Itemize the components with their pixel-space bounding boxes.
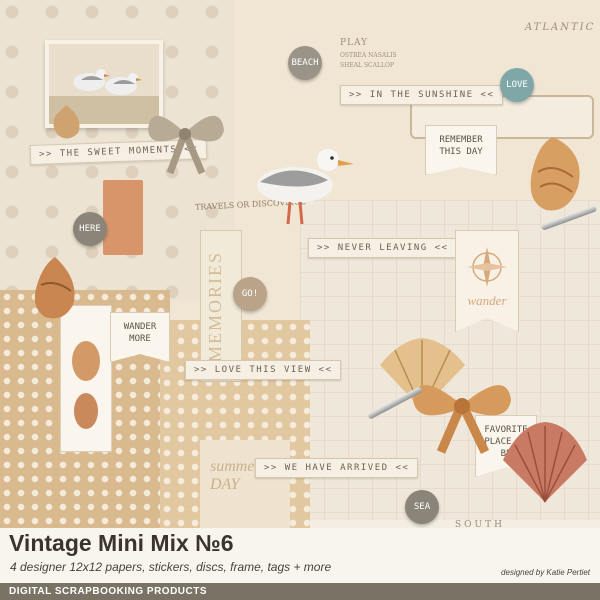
product-title: Vintage Mini Mix №6 xyxy=(9,530,234,556)
orange-tag xyxy=(103,180,143,255)
ribbon-bow-orange-icon xyxy=(413,385,511,454)
shell-tag xyxy=(60,305,112,452)
map-line-2: SHEAL SCALLOP xyxy=(340,62,394,69)
wander-text: wander xyxy=(467,293,507,308)
map-label-play: PLAY xyxy=(340,38,369,48)
brand-bar: DIGITAL SCRAPBOOKING PRODUCTS xyxy=(0,583,600,600)
map-label-south: SOUTH xyxy=(455,520,505,530)
strip-love-this-view: >> LOVE THIS VIEW << xyxy=(185,360,342,380)
strip-we-have-arrived: >> WE HAVE ARRIVED << xyxy=(255,458,419,478)
compass-icon xyxy=(467,247,507,287)
strip-in-the-sunshine: >> IN THE SUNSHINE << xyxy=(340,85,504,105)
product-subtitle: 4 designer 12x12 papers, stickers, discs… xyxy=(10,560,332,574)
flag-wander-more: WANDER MORE xyxy=(110,312,170,362)
brand-label: DIGITAL SCRAPBOOKING PRODUCTS xyxy=(9,586,208,597)
memories-tag: MEMORIES xyxy=(200,230,242,382)
memories-text: MEMORIES xyxy=(205,251,225,363)
whelk-shell-icon xyxy=(34,257,75,319)
disc-sea: SEA xyxy=(405,490,439,524)
wander-banner: wander xyxy=(455,230,519,332)
disc-here: HERE xyxy=(73,212,107,246)
disc-beach: BEACH xyxy=(288,46,322,80)
shell-icon xyxy=(72,341,100,429)
map-line-1: OSTREA NASALIS xyxy=(340,52,397,59)
map-label-atlantic: ATLANTIC xyxy=(525,22,596,33)
flag-remember-this-day: REMEMBER THIS DAY xyxy=(425,125,497,175)
disc-love: LOVE xyxy=(500,68,534,102)
seagull-icon xyxy=(257,149,354,225)
small-shell-icon xyxy=(53,105,80,139)
conch-shell-icon xyxy=(530,137,580,211)
title-band xyxy=(0,528,600,583)
ribbon-bow-icon xyxy=(148,115,224,175)
summer-day-text: summer DAY xyxy=(210,458,261,493)
fan-shell-icon xyxy=(503,422,587,503)
disc-go: GO! xyxy=(233,277,267,311)
strip-never-leaving: >> NEVER LEAVING << xyxy=(308,238,458,258)
summer-day-card: summer DAY xyxy=(200,440,290,535)
designer-credit: designed by Katie Pertiet xyxy=(501,568,590,577)
